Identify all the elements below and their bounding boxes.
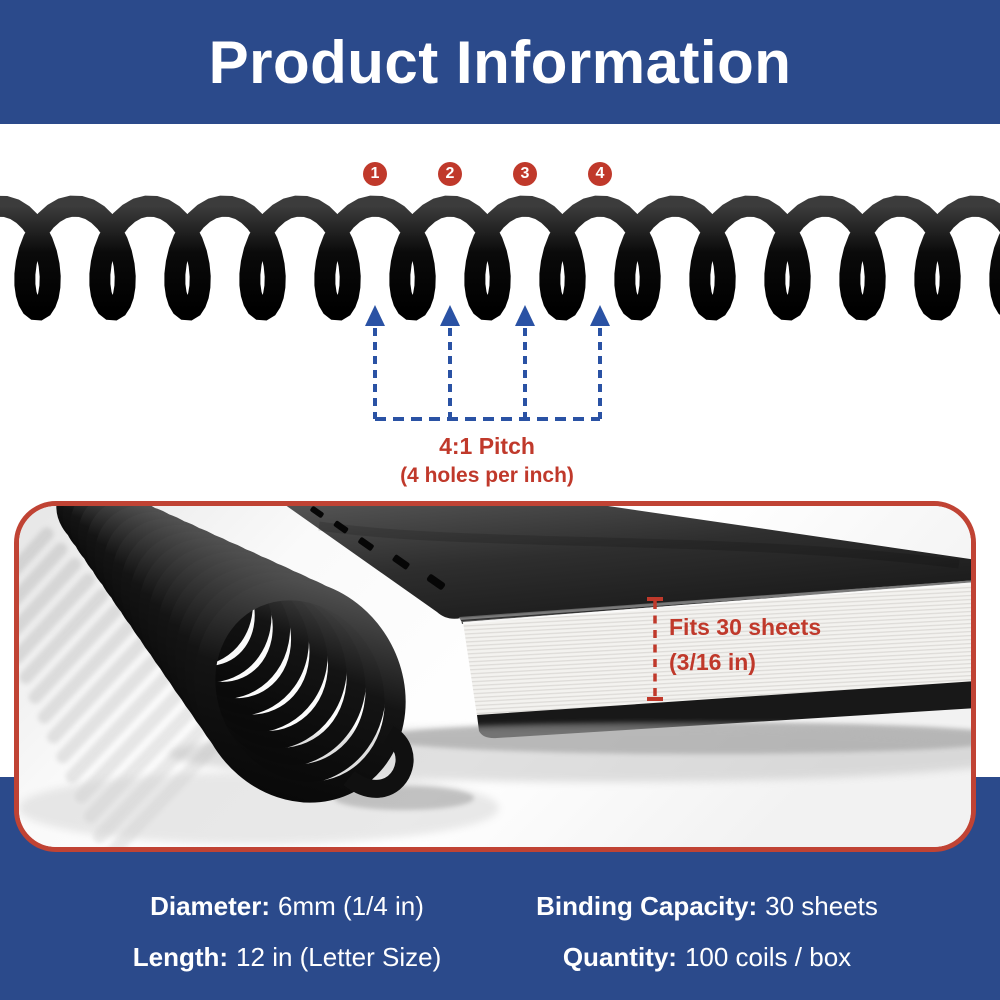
notebook-photo — [19, 506, 971, 847]
pitch-marker-1: 1 — [363, 162, 387, 186]
page-title: Product Information — [208, 29, 792, 96]
cover-bevel — [459, 580, 971, 621]
capacity-note-line2: (3/16 in) — [669, 649, 756, 675]
capacity-note: Fits 30 sheets (3/16 in) — [669, 610, 821, 680]
pitch-label: 4:1 Pitch (4 holes per inch) — [307, 433, 667, 491]
spec-binding-capacity-value: 30 sheets — [765, 891, 878, 921]
spec-quantity: Quantity:100 coils / box — [563, 941, 851, 973]
spec-quantity-value: 100 coils / box — [684, 942, 852, 972]
binding-holes — [310, 506, 446, 590]
spec-binding-capacity: Binding Capacity:30 sheets — [536, 890, 878, 922]
spiral-coil-rings — [56, 506, 406, 803]
spec-length: Length:12 in (Letter Size) — [133, 941, 442, 973]
spec-length-value: 12 in (Letter Size) — [236, 942, 442, 972]
coil-end-tail — [343, 726, 414, 798]
pitch-marker-3: 3 — [513, 162, 537, 186]
spec-diameter-value: 6mm (1/4 in) — [278, 891, 424, 921]
cover-texture — [318, 521, 960, 569]
spec-diameter-label: Diameter: — [150, 891, 271, 921]
pitch-arrows — [365, 305, 610, 419]
pitch-marker-4: 4 — [588, 162, 612, 186]
page-top-highlight — [462, 582, 971, 624]
spec-length-label: Length: — [132, 942, 229, 972]
page-stack — [463, 582, 971, 716]
capacity-note-line1: Fits 30 sheets — [669, 614, 822, 640]
pitch-label-line2: (4 holes per inch) — [400, 464, 574, 487]
header-band — [0, 0, 1000, 124]
notebook-cover — [286, 506, 971, 619]
pitch-label-line1: 4:1 Pitch — [439, 433, 535, 459]
pitch-marker-2: 2 — [438, 162, 462, 186]
spec-quantity-label: Quantity: — [562, 942, 677, 972]
spec-binding-capacity-label: Binding Capacity: — [536, 891, 758, 921]
thickness-measure-line — [647, 597, 663, 701]
coil-image — [0, 195, 1000, 321]
spec-diameter: Diameter:6mm (1/4 in) — [150, 890, 424, 922]
coil-pitch-diagram — [0, 195, 1000, 421]
notebook-photo-card: Fits 30 sheets (3/16 in) — [14, 501, 976, 852]
